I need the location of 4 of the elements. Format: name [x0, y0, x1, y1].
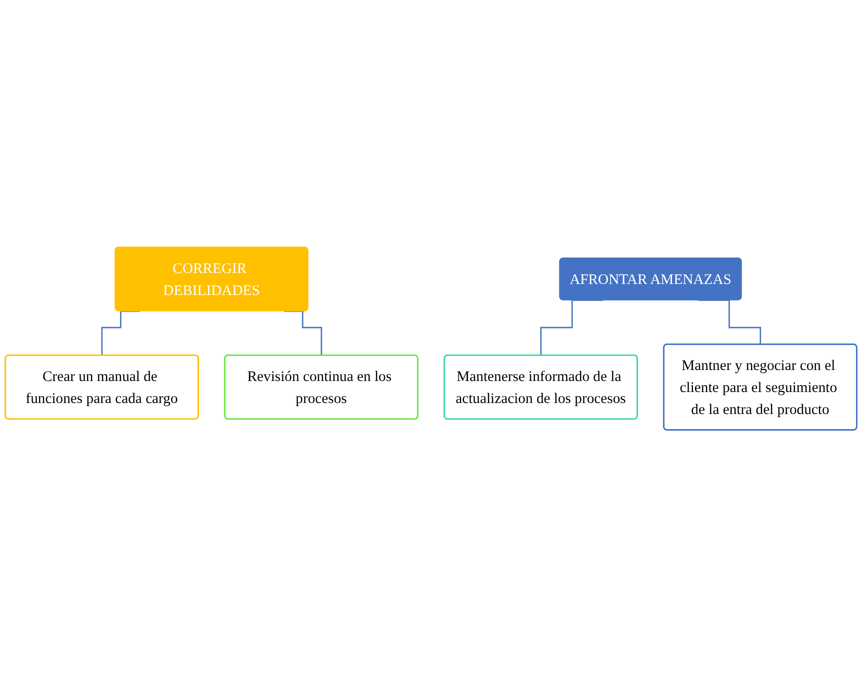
connector: [540, 300, 604, 356]
connector: [101, 310, 140, 356]
connector: [284, 310, 322, 356]
connector: [698, 300, 762, 346]
